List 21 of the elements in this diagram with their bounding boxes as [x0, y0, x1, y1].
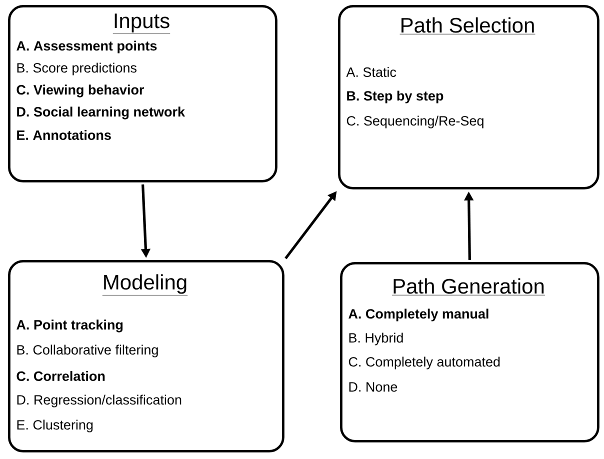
- list-item: C. Correlation: [16, 371, 105, 381]
- list-item: D. Social learning network: [17, 106, 186, 120]
- list-item: A. Static: [346, 67, 396, 77]
- box-title: Path Selection: [400, 17, 536, 34]
- box-title: Inputs: [112, 14, 170, 34]
- list-item: B. Score predictions: [17, 62, 136, 76]
- list-item: B. Collaborative filtering: [17, 344, 158, 358]
- list-item: E. Clustering: [17, 420, 93, 432]
- list-item: C. Viewing behavior: [16, 84, 144, 98]
- list-item: A. Point tracking: [16, 320, 123, 332]
- list-item: A. Completely manual: [348, 308, 488, 322]
- list-item: A. Assessment points: [16, 40, 157, 54]
- box-title: Path Generation: [392, 278, 546, 296]
- list-item: B. Hybrid: [349, 332, 403, 346]
- list-item: E. Annotations: [17, 130, 111, 140]
- list-item: C. Sequencing/Re-Seq: [346, 116, 484, 128]
- list-item: D. Regression/classification: [17, 394, 182, 408]
- list-item: D. None: [349, 382, 398, 392]
- list-item: C. Completely automated: [348, 356, 500, 370]
- list-item: B. Step by step: [347, 90, 444, 104]
- box-title: Modeling: [102, 274, 188, 296]
